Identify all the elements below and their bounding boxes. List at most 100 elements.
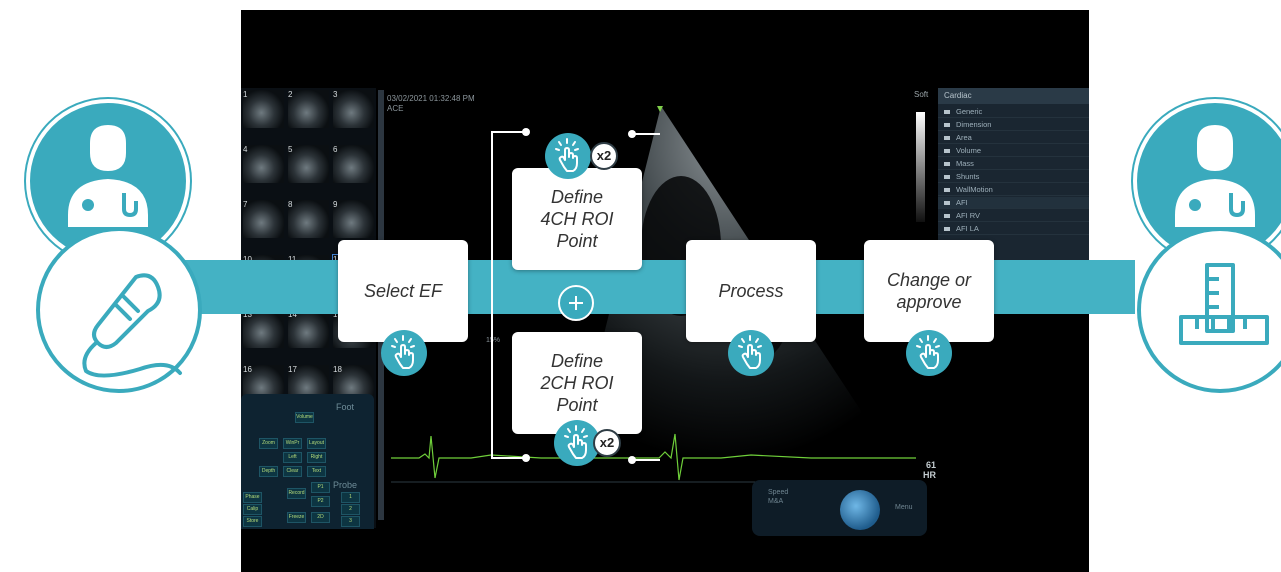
multiplier-2ch-text: x2 bbox=[599, 435, 615, 450]
key-2[interactable]: 2 bbox=[341, 504, 360, 515]
menu-item-wallmotion[interactable]: WallMotion bbox=[938, 184, 1089, 196]
echo-thumbnail[interactable] bbox=[243, 310, 284, 348]
speed-labels: Speed M&A bbox=[768, 488, 788, 506]
key-clear[interactable]: Clear bbox=[283, 466, 302, 477]
thumbnail-number: 16 bbox=[243, 365, 252, 374]
step-define-4ch-line2: 4CH ROI bbox=[540, 209, 614, 229]
echo-thumbnail[interactable] bbox=[243, 90, 284, 128]
step-change-approve-line2: approve bbox=[896, 292, 962, 312]
multiplier-4ch-text: x2 bbox=[596, 148, 612, 163]
mla-label: M&A bbox=[768, 498, 784, 505]
tap-select-ef bbox=[381, 330, 427, 376]
probe-label: Probe bbox=[333, 480, 358, 490]
echo-thumbnail[interactable] bbox=[288, 310, 329, 348]
key-3[interactable]: 3 bbox=[341, 516, 360, 527]
key-p1[interactable]: P1 bbox=[311, 482, 330, 493]
step-define-4ch[interactable]: Define 4CH ROI Point bbox=[512, 168, 642, 270]
thumbnail-number: 11 bbox=[288, 255, 296, 264]
step-define-2ch[interactable]: Define 2CH ROI Point bbox=[512, 332, 642, 434]
measurement-badge bbox=[1137, 227, 1281, 393]
key-freeze[interactable]: Freeze bbox=[287, 512, 306, 523]
key-volume[interactable]: Volume bbox=[295, 412, 314, 423]
menu-item-dimension[interactable]: Dimension bbox=[938, 119, 1089, 131]
control-keypad: Foot Probe Volume Zoom WinPr Layout Left… bbox=[241, 394, 374, 529]
probe-badge bbox=[36, 227, 202, 393]
thumbnail-number: 7 bbox=[243, 200, 248, 209]
thumbnail-number: 15 bbox=[333, 310, 342, 319]
menu-item-area[interactable]: Area bbox=[938, 132, 1089, 144]
thumbnail-number: 18 bbox=[333, 365, 342, 374]
thumbnail-number: 4 bbox=[243, 145, 248, 154]
echo-thumbnail[interactable] bbox=[288, 200, 329, 238]
key-right[interactable]: Right bbox=[307, 452, 326, 463]
step-define-2ch-line1: Define bbox=[550, 351, 603, 371]
panel-menu-label[interactable]: Menu bbox=[895, 504, 913, 511]
thumbnail-number: 14 bbox=[288, 310, 297, 319]
tap-change-approve bbox=[906, 330, 952, 376]
thumbnail-number: 9 bbox=[333, 200, 338, 209]
menu-item-afi[interactable]: AFI bbox=[938, 197, 1089, 209]
key-zoom[interactable]: Zoom bbox=[259, 438, 278, 449]
percent-label: 15% bbox=[486, 337, 501, 344]
key-1[interactable]: 1 bbox=[341, 492, 360, 503]
echo-thumbnail[interactable] bbox=[333, 200, 374, 238]
key-calip[interactable]: Calip bbox=[243, 504, 262, 515]
thumbnail-number: 3 bbox=[333, 90, 338, 99]
thumbnail-number: 13 bbox=[243, 310, 252, 319]
tap-define-2ch bbox=[554, 420, 600, 466]
menu-title: Cardiac bbox=[938, 88, 1089, 104]
echo-thumbnail[interactable] bbox=[288, 90, 329, 128]
hand-tap-icon bbox=[738, 335, 762, 369]
echo-thumbnail[interactable] bbox=[243, 145, 284, 183]
hand-tap-icon bbox=[391, 335, 415, 369]
step-process[interactable]: Process bbox=[686, 240, 816, 342]
trackball-control[interactable] bbox=[840, 490, 880, 530]
echo-thumbnail[interactable] bbox=[333, 90, 374, 128]
menu-item-shunts[interactable]: Shunts bbox=[938, 171, 1089, 183]
thumbnail-number: 10 bbox=[243, 255, 252, 264]
hand-tap-icon bbox=[555, 138, 579, 172]
key-text[interactable]: Text bbox=[307, 466, 326, 477]
speed-panel: Speed M&A Menu bbox=[752, 480, 927, 536]
plus-icon bbox=[558, 285, 594, 321]
multiplier-badge-4ch: x2 bbox=[590, 142, 618, 170]
menu-item-afi-rv[interactable]: AFI RV bbox=[938, 210, 1089, 222]
key-2d[interactable]: 2D bbox=[311, 512, 330, 523]
step-define-4ch-line3: Point bbox=[556, 231, 598, 251]
key-layout[interactable]: Layout bbox=[307, 438, 326, 449]
thumbnail-number: 12 bbox=[333, 255, 342, 264]
key-phase[interactable]: Phase bbox=[243, 492, 262, 503]
key-winpr[interactable]: WinPr bbox=[283, 438, 302, 449]
scan-timestamp: 03/02/2021 01:32:48 PM bbox=[387, 94, 475, 103]
step-change-approve[interactable]: Change or approve bbox=[864, 240, 994, 342]
key-record[interactable]: Record bbox=[287, 488, 306, 499]
key-store[interactable]: Store bbox=[243, 516, 262, 527]
menu-item-mass[interactable]: Mass bbox=[938, 158, 1089, 170]
heart-rate-readout: 61 HR bbox=[923, 460, 936, 480]
thumbnail-number: 2 bbox=[288, 90, 293, 99]
step-define-2ch-line2: 2CH ROI bbox=[540, 373, 614, 393]
thumbnail-number: 5 bbox=[288, 145, 293, 154]
scan-header: 03/02/2021 01:32:48 PM ACE bbox=[387, 94, 475, 114]
key-p2[interactable]: P2 bbox=[311, 496, 330, 507]
step-select-ef[interactable]: Select EF bbox=[338, 240, 468, 342]
menu-item-generic[interactable]: Generic bbox=[938, 106, 1089, 118]
heart-rate-label: HR bbox=[923, 470, 936, 480]
menu-item-volume[interactable]: Volume bbox=[938, 145, 1089, 157]
thumbnail-number: 8 bbox=[288, 200, 293, 209]
step-define-4ch-line1: Define bbox=[550, 187, 603, 207]
key-left[interactable]: Left bbox=[283, 452, 302, 463]
grayscale-bar bbox=[916, 112, 925, 222]
key-depth[interactable]: Depth bbox=[259, 466, 278, 477]
echo-thumbnail[interactable] bbox=[288, 145, 329, 183]
echo-thumbnail[interactable] bbox=[333, 145, 374, 183]
menu-item-afi-la[interactable]: AFI LA bbox=[938, 223, 1089, 235]
foot-label: Foot bbox=[336, 402, 355, 412]
step-select-ef-label: Select EF bbox=[363, 281, 443, 301]
step-change-approve-line1: Change or bbox=[886, 270, 972, 290]
measurement-menu: Cardiac Generic Dimension Area Volume Ma… bbox=[938, 88, 1089, 264]
echo-thumbnail[interactable] bbox=[243, 200, 284, 238]
ultrasound-probe-icon bbox=[82, 273, 182, 378]
multiplier-badge-2ch: x2 bbox=[593, 429, 621, 457]
soft-label: Soft bbox=[914, 90, 929, 99]
